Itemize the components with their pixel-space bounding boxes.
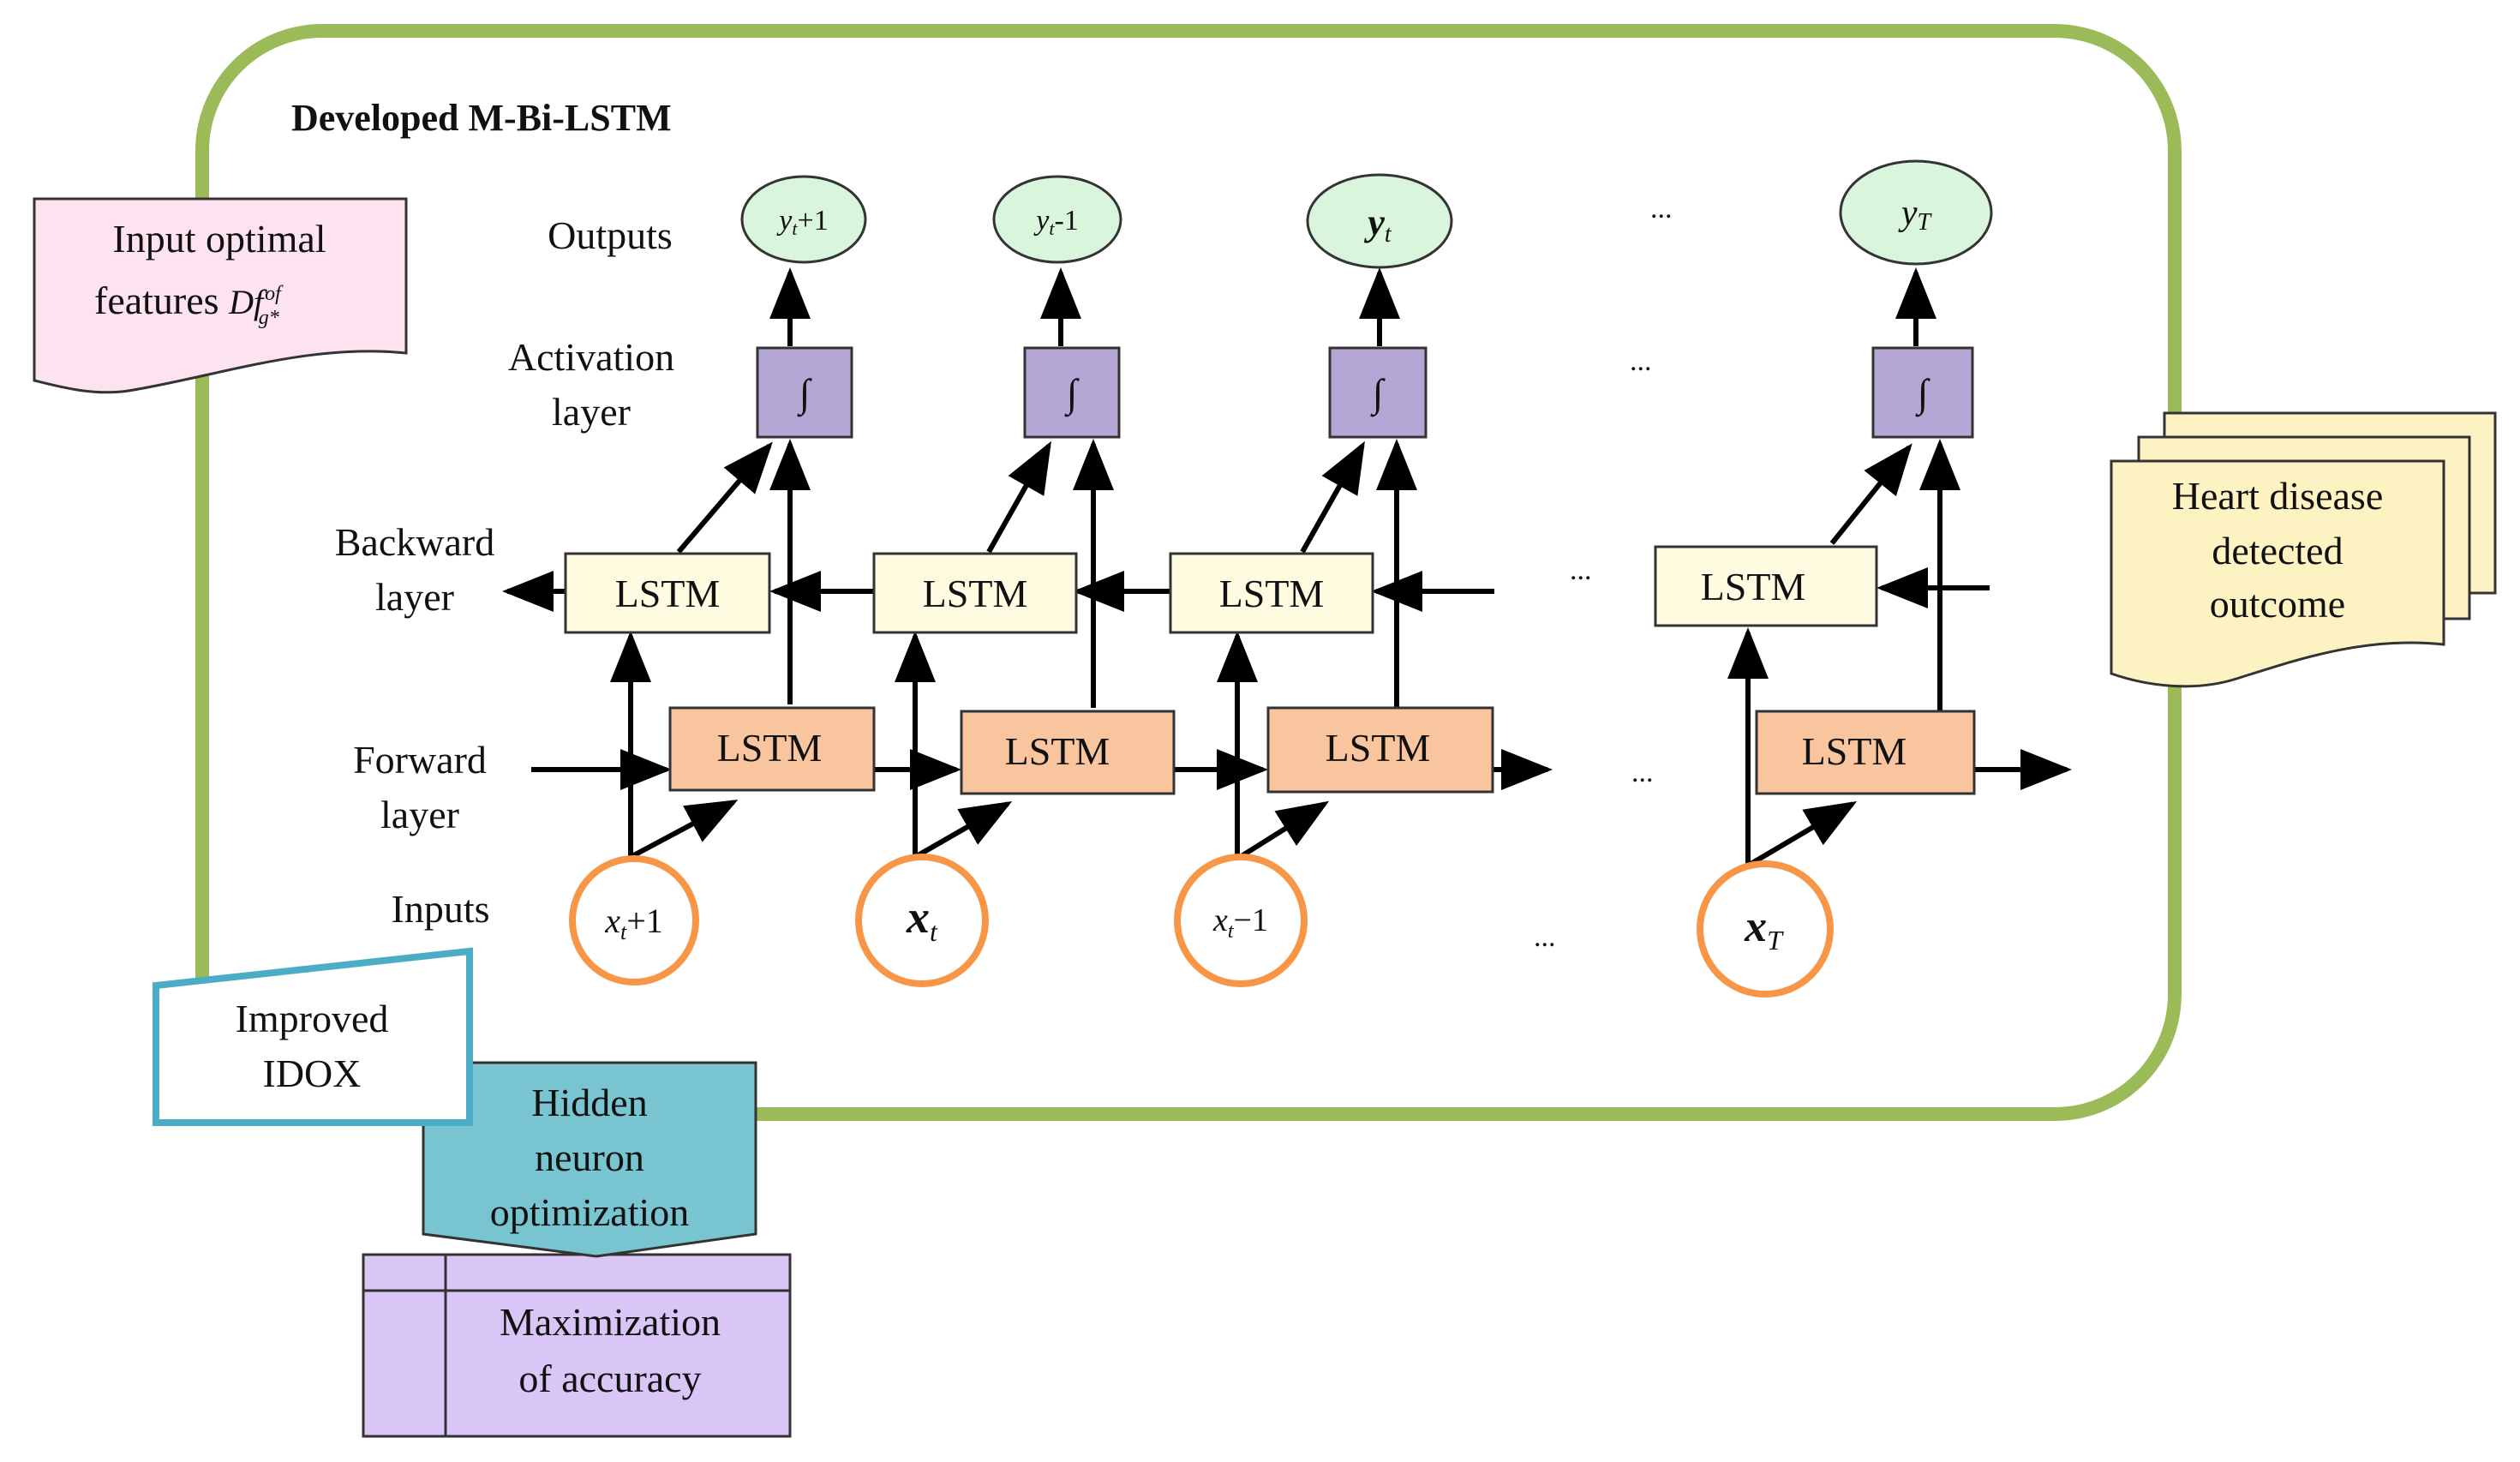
maximization-box: Maximization of accuracy bbox=[362, 1253, 792, 1438]
heart-disease-output-note: Heart disease detected outcome bbox=[2110, 411, 2497, 688]
activation-box-2 bbox=[1023, 346, 1121, 439]
maximization-line1: Maximization bbox=[500, 1300, 721, 1344]
inputs: xt+1 xt xt−1 xT bbox=[569, 854, 1834, 998]
improved-line2: IDOX bbox=[263, 1052, 362, 1095]
hidden-line2: neuron bbox=[535, 1135, 644, 1179]
input-note-line1: Input optimal bbox=[112, 217, 326, 261]
output-node-1 bbox=[740, 175, 867, 264]
improved-idox-box: Improved IDOX bbox=[153, 947, 473, 1126]
ellipsis-outputs: ... bbox=[1650, 193, 1673, 225]
lstm-label: LSTM bbox=[615, 572, 721, 615]
output-node-3 bbox=[1306, 173, 1453, 269]
activation-box-1 bbox=[756, 346, 853, 439]
lstm-label: LSTM bbox=[923, 572, 1028, 615]
row-label-outputs: Outputs bbox=[548, 213, 673, 257]
input-label-1: xt+1 bbox=[604, 902, 663, 944]
input-node-1 bbox=[569, 855, 699, 986]
lstm-label: LSTM bbox=[1326, 726, 1431, 770]
row-label-forward-2: layer bbox=[380, 793, 459, 836]
lstm-backward-1 bbox=[564, 552, 771, 634]
ellipsis-backward: ... bbox=[1570, 554, 1592, 586]
input-label-3: xt−1 bbox=[1212, 902, 1268, 943]
row-label-backward-2: layer bbox=[375, 575, 454, 619]
lstm-label: LSTM bbox=[1701, 565, 1806, 608]
output-label-2: yt-1 bbox=[1033, 205, 1079, 239]
diagram-title: Developed M-Bi-LSTM bbox=[291, 97, 672, 139]
heart-note-line2: detected bbox=[2212, 529, 2343, 572]
lstm-label: LSTM bbox=[1005, 729, 1110, 773]
row-label-activation: Activation bbox=[508, 335, 674, 379]
ellipsis-forward: ... bbox=[1631, 757, 1654, 788]
ellipsis-inputs: ... bbox=[1534, 921, 1556, 953]
integral-icon: ∫ bbox=[797, 371, 812, 417]
outputs: yt+1 yt-1 yt yT bbox=[740, 159, 1993, 269]
output-node-2 bbox=[992, 175, 1122, 264]
input-label-4: xT bbox=[1744, 902, 1784, 956]
input-label-2: xt bbox=[906, 891, 938, 947]
forward-layer: LSTM LSTM LSTM LSTM bbox=[668, 706, 1976, 795]
input-node-3 bbox=[1174, 854, 1308, 987]
ellipsis-activation: ... bbox=[1630, 345, 1652, 377]
lstm-label: LSTM bbox=[1219, 572, 1325, 615]
activation-box-3 bbox=[1328, 346, 1428, 439]
lstm-forward-3 bbox=[1266, 706, 1494, 794]
lstm-forward-4 bbox=[1755, 710, 1976, 795]
lstm-backward-3 bbox=[1169, 552, 1374, 634]
lstm-backward-4 bbox=[1654, 545, 1878, 627]
row-label-activation-2: layer bbox=[552, 390, 631, 434]
lstm-label: LSTM bbox=[1802, 729, 1907, 773]
maximization-line2: of accuracy bbox=[518, 1357, 701, 1400]
activation-box-4 bbox=[1871, 346, 1974, 439]
input-node-4 bbox=[1697, 860, 1834, 998]
lstm-backward-2 bbox=[872, 552, 1078, 634]
output-label-1: yt+1 bbox=[776, 205, 828, 239]
row-label-backward: Backward bbox=[335, 520, 494, 564]
lstm-forward-2 bbox=[960, 710, 1176, 795]
output-label-4: yT bbox=[1898, 194, 1933, 236]
activation-layer: ∫ ∫ ∫ ∫ bbox=[756, 346, 1974, 439]
output-node-4 bbox=[1839, 159, 1993, 266]
lstm-forward-1 bbox=[668, 706, 876, 792]
output-label-3: yt bbox=[1363, 201, 1392, 248]
heart-note-line1: Heart disease bbox=[2172, 474, 2384, 518]
integral-icon: ∫ bbox=[1064, 371, 1080, 417]
input-node-2 bbox=[855, 854, 989, 987]
hidden-line1: Hidden bbox=[531, 1081, 647, 1124]
backward-layer: LSTM LSTM LSTM LSTM bbox=[564, 545, 1878, 634]
integral-icon: ∫ bbox=[1370, 371, 1386, 417]
ellipsis-markers: ... ... ... ... ... bbox=[1534, 193, 1673, 953]
lstm-label: LSTM bbox=[717, 726, 823, 770]
integral-icon: ∫ bbox=[1915, 371, 1930, 417]
improved-line1: Improved bbox=[236, 997, 389, 1040]
row-label-forward: Forward bbox=[353, 738, 487, 782]
heart-note-line3: outcome bbox=[2210, 582, 2345, 626]
row-label-inputs: Inputs bbox=[392, 887, 490, 931]
column-connections bbox=[610, 267, 1960, 868]
hidden-line3: optimization bbox=[490, 1190, 690, 1234]
hidden-neuron-box: Hidden neuron optimization bbox=[422, 1061, 757, 1258]
